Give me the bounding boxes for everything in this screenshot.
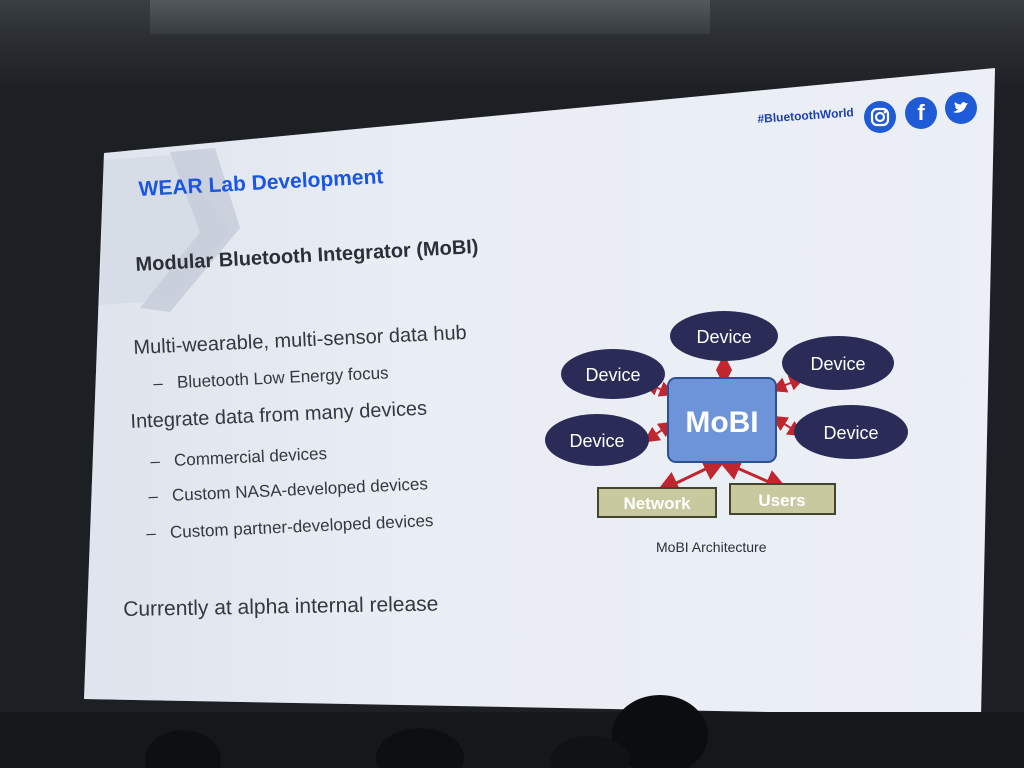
audience-head: [550, 736, 630, 768]
network-box: Network: [597, 487, 717, 518]
mobi-hub: MoBI: [667, 377, 777, 463]
users-box: Users: [729, 483, 836, 515]
users-label: Users: [758, 491, 805, 510]
hub-label: MoBI: [685, 406, 758, 439]
device-label: Device: [585, 365, 640, 385]
ceiling: [150, 0, 710, 34]
link-arrow: [643, 421, 675, 443]
instagram-icon: [864, 101, 896, 133]
device-node-lower-left: Device: [545, 414, 649, 466]
network-arrow: [655, 458, 727, 494]
network-label: Network: [623, 494, 691, 513]
device-node-lower-right: Device: [794, 405, 908, 459]
device-node-top: Device: [670, 311, 778, 361]
device-label: Device: [823, 423, 878, 443]
twitter-icon: [945, 92, 977, 124]
device-node-upper-right: Device: [782, 336, 894, 390]
link-arrow: [771, 415, 804, 437]
audience-head: [612, 695, 708, 768]
device-node-upper-left: Device: [561, 349, 665, 399]
device-label: Device: [696, 327, 751, 347]
audience-head: [376, 728, 464, 768]
device-label: Device: [810, 354, 865, 374]
audience-head: [145, 730, 221, 768]
diagram-caption: MoBI Architecture: [656, 539, 767, 555]
link-arrow: [770, 375, 806, 393]
facebook-icon: f: [905, 97, 937, 129]
users-arrow: [717, 457, 789, 493]
device-label: Device: [569, 431, 624, 451]
